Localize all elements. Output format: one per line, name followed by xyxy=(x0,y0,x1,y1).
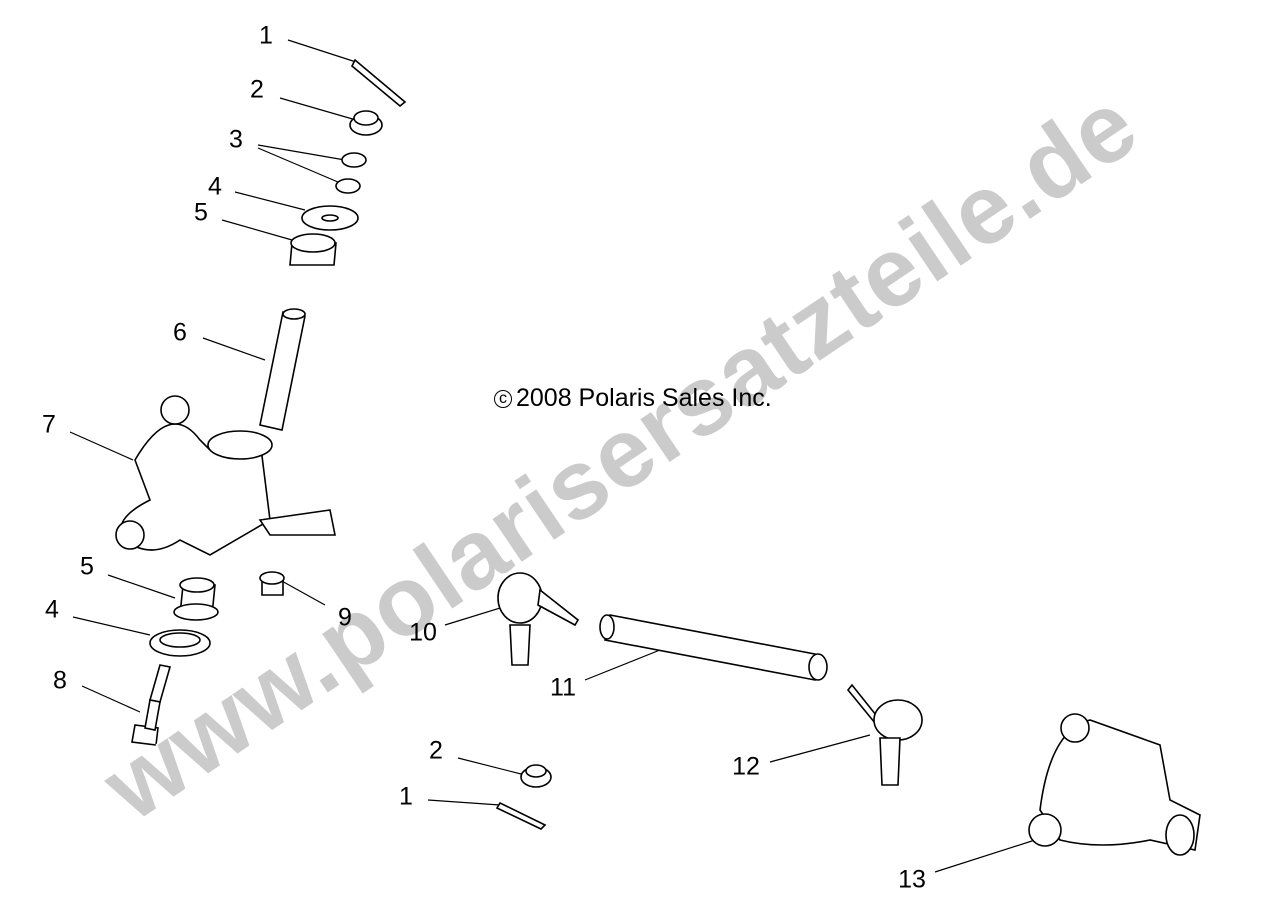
spindle xyxy=(1028,713,1201,856)
cotter-pin-bottom xyxy=(495,801,547,830)
callout-3: 3 xyxy=(229,125,243,154)
callout-7: 7 xyxy=(42,410,56,439)
callout-5: 5 xyxy=(194,198,208,227)
copyright-symbol: c xyxy=(494,390,512,408)
steering-post xyxy=(115,395,336,556)
washer-large-top xyxy=(301,205,359,231)
spacer-tube xyxy=(259,308,306,431)
callout-5-lower: 5 xyxy=(80,552,94,581)
callout-6: 6 xyxy=(173,318,187,347)
cotter-pin-top xyxy=(351,58,407,108)
callout-12: 12 xyxy=(732,752,760,781)
plug xyxy=(259,571,285,596)
bolt xyxy=(131,664,172,746)
copyright-text: 2008 Polaris Sales Inc. xyxy=(516,384,772,412)
callout-4: 4 xyxy=(208,172,222,201)
tie-rod-end-left xyxy=(497,572,580,666)
nut-bottom xyxy=(520,764,552,788)
washer-bottom xyxy=(149,629,211,657)
callout-10: 10 xyxy=(409,618,437,647)
washers xyxy=(335,152,367,194)
callout-13: 13 xyxy=(898,865,926,894)
callout-1-lower: 1 xyxy=(399,782,413,811)
callout-11: 11 xyxy=(550,673,576,702)
callout-9: 9 xyxy=(338,603,352,632)
bushing-top xyxy=(289,233,337,266)
callout-4-lower: 4 xyxy=(45,595,59,624)
nut-top xyxy=(349,110,383,136)
callout-2: 2 xyxy=(250,75,264,104)
callout-8: 8 xyxy=(53,666,67,695)
tie-rod-tube xyxy=(599,614,828,681)
tie-rod-end-right xyxy=(846,683,923,786)
callout-1: 1 xyxy=(259,21,273,50)
bushing-bottom xyxy=(173,577,219,621)
callout-2-lower: 2 xyxy=(429,736,443,765)
